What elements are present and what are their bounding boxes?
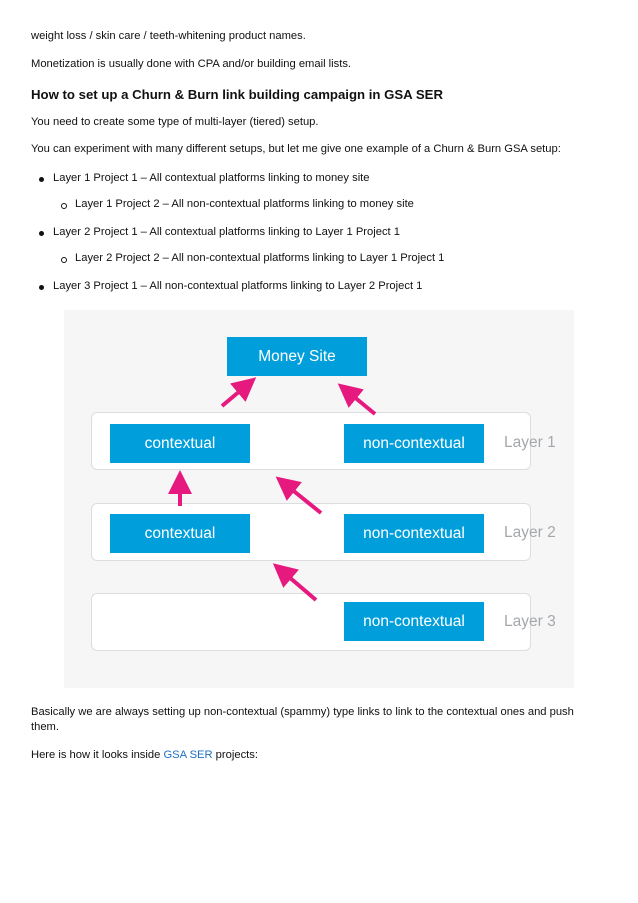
here-suffix: projects: bbox=[212, 749, 258, 761]
arrows-layer bbox=[168, 377, 377, 602]
layer2-contextual-box: contextual bbox=[110, 514, 250, 553]
layer1-noncontextual-box: non-contextual bbox=[344, 424, 484, 463]
list-item: Layer 2 Project 2 – All non-contextual p… bbox=[75, 252, 445, 264]
experiment-text: You can experiment with many different s… bbox=[31, 143, 561, 155]
arrow-icon bbox=[272, 563, 318, 602]
monetization-text: Monetization is usually done with CPA an… bbox=[31, 58, 352, 70]
bullet-dot bbox=[39, 231, 44, 236]
layer3-noncontextual-box: non-contextual bbox=[344, 602, 484, 641]
layer1-label: Layer 1 bbox=[504, 434, 556, 451]
layer2-label: Layer 2 bbox=[504, 524, 556, 541]
list-item: Layer 2 Project 1 – All contextual platf… bbox=[53, 226, 400, 238]
section-heading: How to set up a Churn & Burn link buildi… bbox=[31, 87, 443, 102]
arrow-icon bbox=[337, 383, 377, 416]
tier-diagram: Money Site contextual non-contextual Lay… bbox=[64, 310, 574, 688]
arrow-icon bbox=[275, 476, 323, 515]
intro-tail-text: weight loss / skin care / teeth-whitenin… bbox=[31, 30, 306, 42]
list-item: Layer 3 Project 1 – All non-contextual p… bbox=[53, 280, 423, 292]
gsa-ser-link[interactable]: GSA SER bbox=[163, 749, 213, 761]
basically-text: Basically we are always setting up non-c… bbox=[31, 706, 574, 733]
arrow-icon bbox=[220, 377, 257, 408]
money-site-box: Money Site bbox=[227, 337, 367, 376]
bullet-circle bbox=[61, 257, 67, 263]
here-prefix: Here is how it looks inside bbox=[31, 749, 164, 761]
layer2-noncontextual-box: non-contextual bbox=[344, 514, 484, 553]
list-item: Layer 1 Project 1 – All contextual platf… bbox=[53, 172, 370, 184]
bullet-dot bbox=[39, 177, 44, 182]
bullet-dot bbox=[39, 285, 44, 290]
layer3-label: Layer 3 bbox=[504, 613, 556, 630]
here-text: Here is how it looks inside GSA SER proj… bbox=[31, 748, 258, 763]
need-text: You need to create some type of multi-la… bbox=[31, 116, 319, 128]
bullet-circle bbox=[61, 203, 67, 209]
layer1-contextual-box: contextual bbox=[110, 424, 250, 463]
list-item: Layer 1 Project 2 – All non-contextual p… bbox=[75, 198, 414, 210]
